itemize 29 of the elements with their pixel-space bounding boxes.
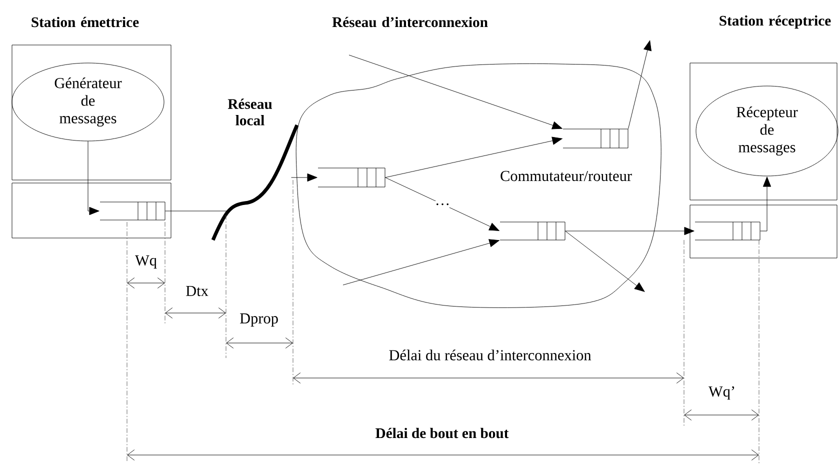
dimension-label: Dtx bbox=[184, 284, 210, 298]
arrow bbox=[628, 40, 652, 129]
arrow bbox=[291, 173, 318, 182]
heading: Réseau d’interconnexion bbox=[332, 16, 488, 28]
arrow bbox=[88, 141, 100, 216]
arrow bbox=[565, 230, 645, 292]
heading: Station réceptrice bbox=[720, 15, 831, 29]
heading: Station émettrice bbox=[32, 16, 139, 28]
dimension-label: Wq bbox=[134, 254, 158, 270]
queue bbox=[694, 222, 760, 240]
queue bbox=[562, 128, 628, 148]
heading: Réseau local bbox=[228, 98, 272, 126]
arrow bbox=[348, 54, 562, 130]
dimension-label: Wq’ bbox=[707, 385, 737, 401]
arrow bbox=[760, 176, 772, 232]
queue bbox=[100, 202, 166, 220]
routing-label: Commutateur/routeur bbox=[498, 170, 634, 182]
dimension-label: Dprop bbox=[238, 312, 280, 328]
station-box bbox=[12, 182, 172, 238]
station-box bbox=[690, 204, 838, 258]
queue bbox=[500, 222, 566, 240]
dimension-label: Délai de bout en bout bbox=[374, 426, 510, 440]
queue bbox=[318, 168, 386, 188]
dimension-label: Délai du réseau d’interconnexion bbox=[388, 348, 592, 362]
arrow bbox=[385, 177, 500, 231]
arrow bbox=[385, 136, 562, 178]
arrow bbox=[342, 239, 500, 286]
arrow bbox=[565, 226, 694, 236]
edge-label: … bbox=[432, 201, 452, 208]
